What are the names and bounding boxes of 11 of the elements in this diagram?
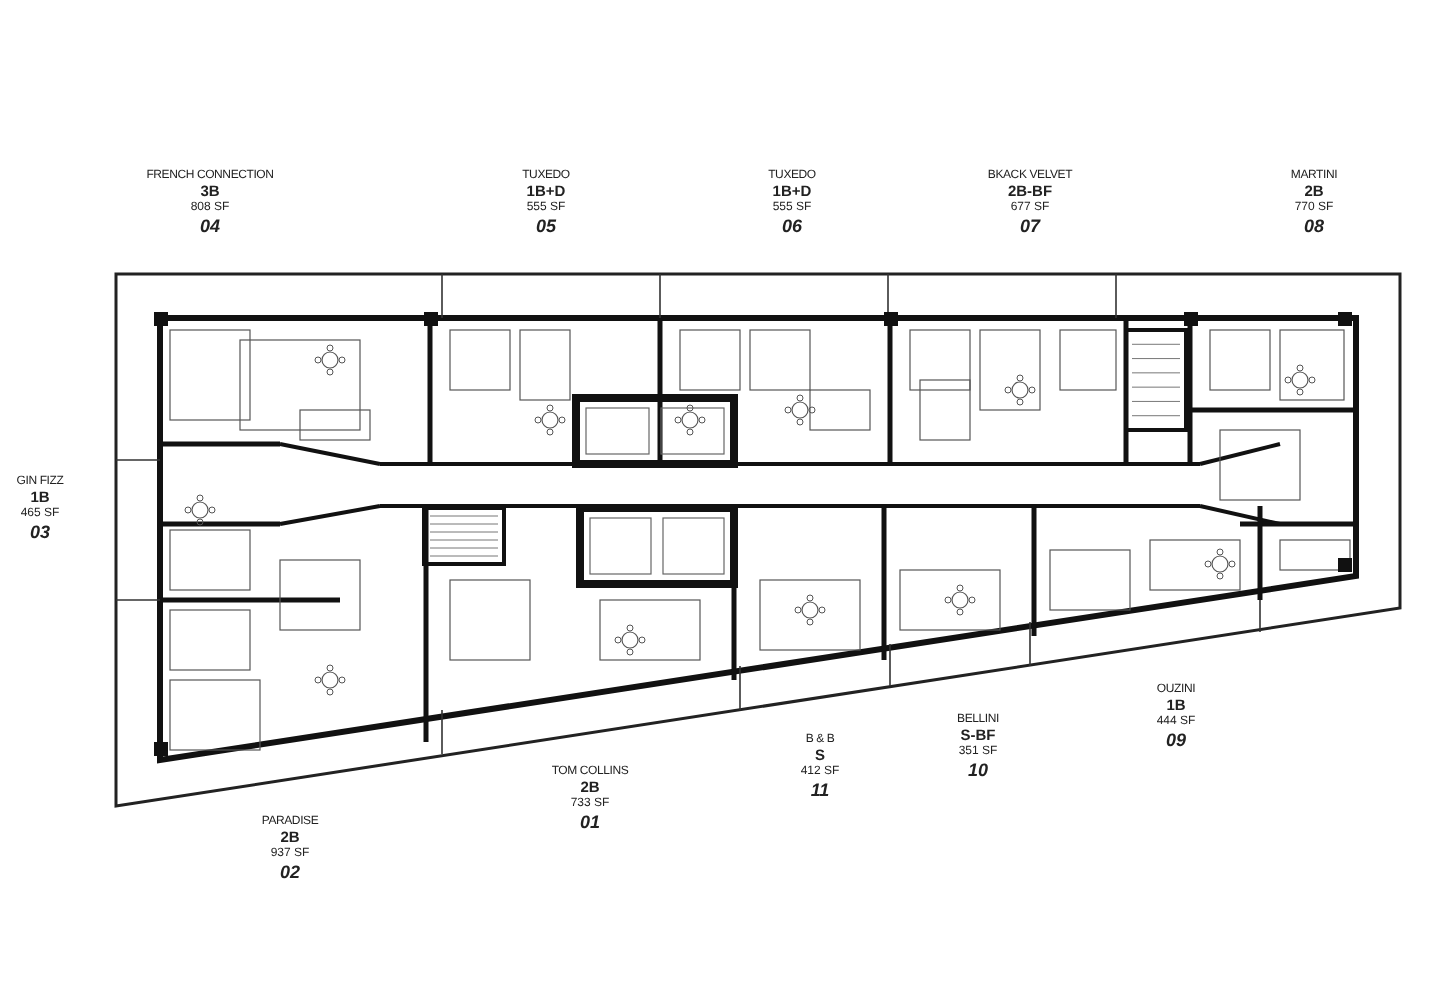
- unit-number: 04: [199, 217, 220, 235]
- unit-number: 06: [781, 217, 802, 235]
- unit-number: 02: [279, 863, 300, 881]
- unit-number: 10: [967, 761, 988, 779]
- unit-number: 07: [1019, 217, 1040, 235]
- unit-number: 08: [1303, 217, 1324, 235]
- unit-number: 11: [810, 781, 830, 799]
- unit-number: 09: [1165, 731, 1186, 749]
- unit-number: 05: [535, 217, 556, 235]
- unit-number: 01: [579, 813, 600, 831]
- unit-number: 03: [29, 523, 50, 541]
